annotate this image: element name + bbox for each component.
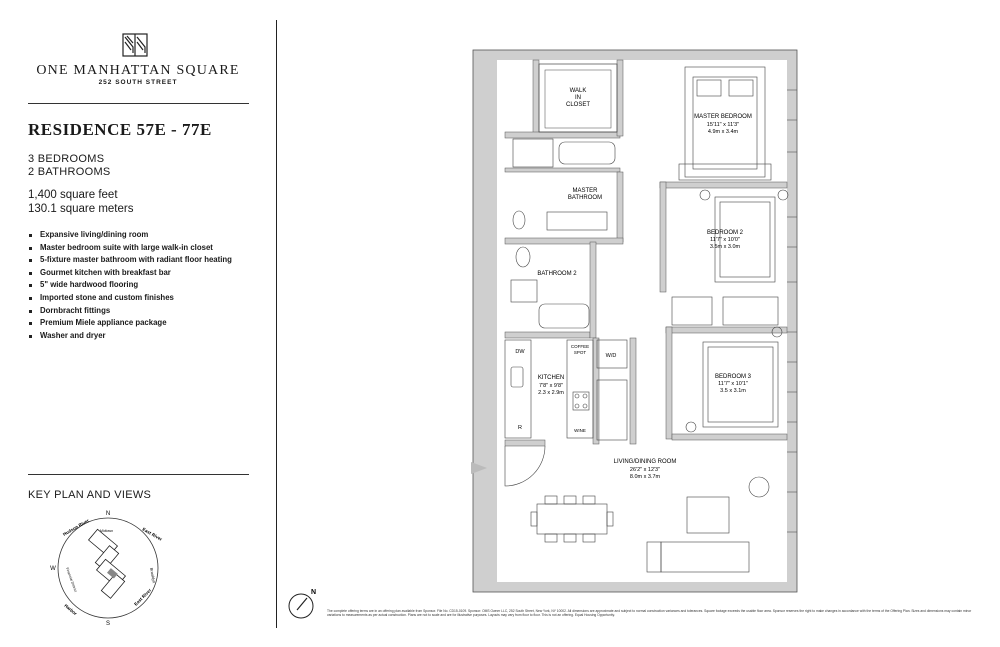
view-label: Midtown [100,529,113,533]
brand-address: 252 SOUTH STREET [98,79,178,86]
feature-item: Master bedroom suite with large walk-in … [28,242,232,255]
entry-arrow [471,462,487,474]
brand-name: ONE MANHATTAN SQUARE [36,63,240,78]
view-label: Harbor [63,603,78,616]
appliance-label: WINE [574,428,586,433]
room-dimensions-imperial: 26'2" x 12'3" [630,467,660,473]
feature-item: Premium Miele appliance package [28,317,232,330]
brand-logo [122,33,148,57]
feature-item: Gourmet kitchen with breakfast bar [28,267,232,280]
room-dimensions-metric: 4.9m x 3.4m [708,129,739,135]
divider [28,474,249,475]
feature-item: Dornbracht fittings [28,305,232,318]
area-sqm: 130.1 square meters [28,203,134,215]
dining-set [530,495,614,543]
room-label: CLOSET [566,102,590,108]
feature-item: 5" wide hardwood flooring [28,279,232,292]
room-name: BEDROOM 3 [715,374,752,380]
info-panel: ONE MANHATTAN SQUARE 252 SOUTH STREET RE… [0,0,275,647]
bathroom2-fixtures [510,246,590,329]
master-bathroom-fixtures [512,138,616,231]
room-dimensions-metric: 3.5m x 3.0m [710,244,741,250]
room-count: 3 BEDROOMS 2 BATHROOMS [28,153,111,179]
feature-item: Washer and dryer [28,330,232,343]
key-plan-diagram: N S W Hudson River East River Brooklyn E… [50,511,163,626]
compass-label: N [311,589,316,596]
closets [671,296,779,326]
divider [28,103,249,104]
room-label: BATHROOM [568,195,602,201]
appliance-label: R [518,425,522,431]
room-name: LIVING/DINING ROOM [614,459,677,465]
bathroom-count: 2 BATHROOMS [28,166,111,178]
room-dimensions-imperial: 15'11" x 11'3" [707,122,739,128]
floor-plan: WALK IN CLOSET MASTER BEDROOM 15'11" x 1… [471,49,798,593]
master-bed [678,66,772,181]
room-name: MASTER BEDROOM [694,114,752,120]
kitchen-fixtures [504,339,628,441]
room-dimensions-metric: 3.5 x 3.1m [720,388,746,394]
living-set [646,476,770,573]
room-name: BEDROOM 2 [707,230,744,236]
residence-title: RESIDENCE 57E - 77E [28,120,212,139]
feature-list: Expansive living/dining room Master bedr… [28,229,232,342]
room-dimensions-metric: 8.0m x 3.7m [630,474,661,480]
entry-door [504,445,546,487]
feature-item: Imported stone and custom finishes [28,292,232,305]
room-dimensions-imperial: 7'8" x 9'8" [539,383,563,389]
room-dimensions-imperial: 11'7" x 10'1" [718,381,748,387]
bedroom2-bed [699,189,789,283]
west-label: W [50,566,56,572]
legal-disclaimer: The complete offering terms are in an of… [327,609,972,618]
appliance-label: SPOT [574,350,587,355]
view-label: Hudson River [62,518,90,537]
north-label: N [106,511,110,517]
view-label: Brooklyn [149,567,157,583]
window-mullions [787,89,797,533]
room-name: KITCHEN [538,375,564,381]
appliance-label: W/D [606,353,617,359]
area-info: 1,400 square feet 130.1 square meters [28,188,133,216]
room-name: BATHROOM 2 [537,271,577,277]
area-sqft: 1,400 square feet [28,189,118,201]
feature-item: 5-fixture master bathroom with radiant f… [28,254,232,267]
room-dimensions-metric: 2.3 x 2.9m [538,390,564,396]
appliance-label: COFFEE [571,344,589,349]
bedroom3-bed [685,326,783,433]
room-label: IN [575,95,581,101]
keyplan-title: KEY PLAN AND VIEWS [28,489,152,501]
bedroom-count: 3 BEDROOMS [28,153,105,165]
feature-item: Expansive living/dining room [28,229,232,242]
vertical-divider [276,20,277,628]
south-label: S [106,621,110,626]
appliance-label: DW [515,349,525,355]
room-label: MASTER [572,188,598,194]
compass-north-icon: N [288,589,316,619]
view-label: Financial District [65,567,78,593]
room-label: WALK [570,88,587,94]
room-dimensions-imperial: 11'7" x 10'0" [710,237,740,243]
